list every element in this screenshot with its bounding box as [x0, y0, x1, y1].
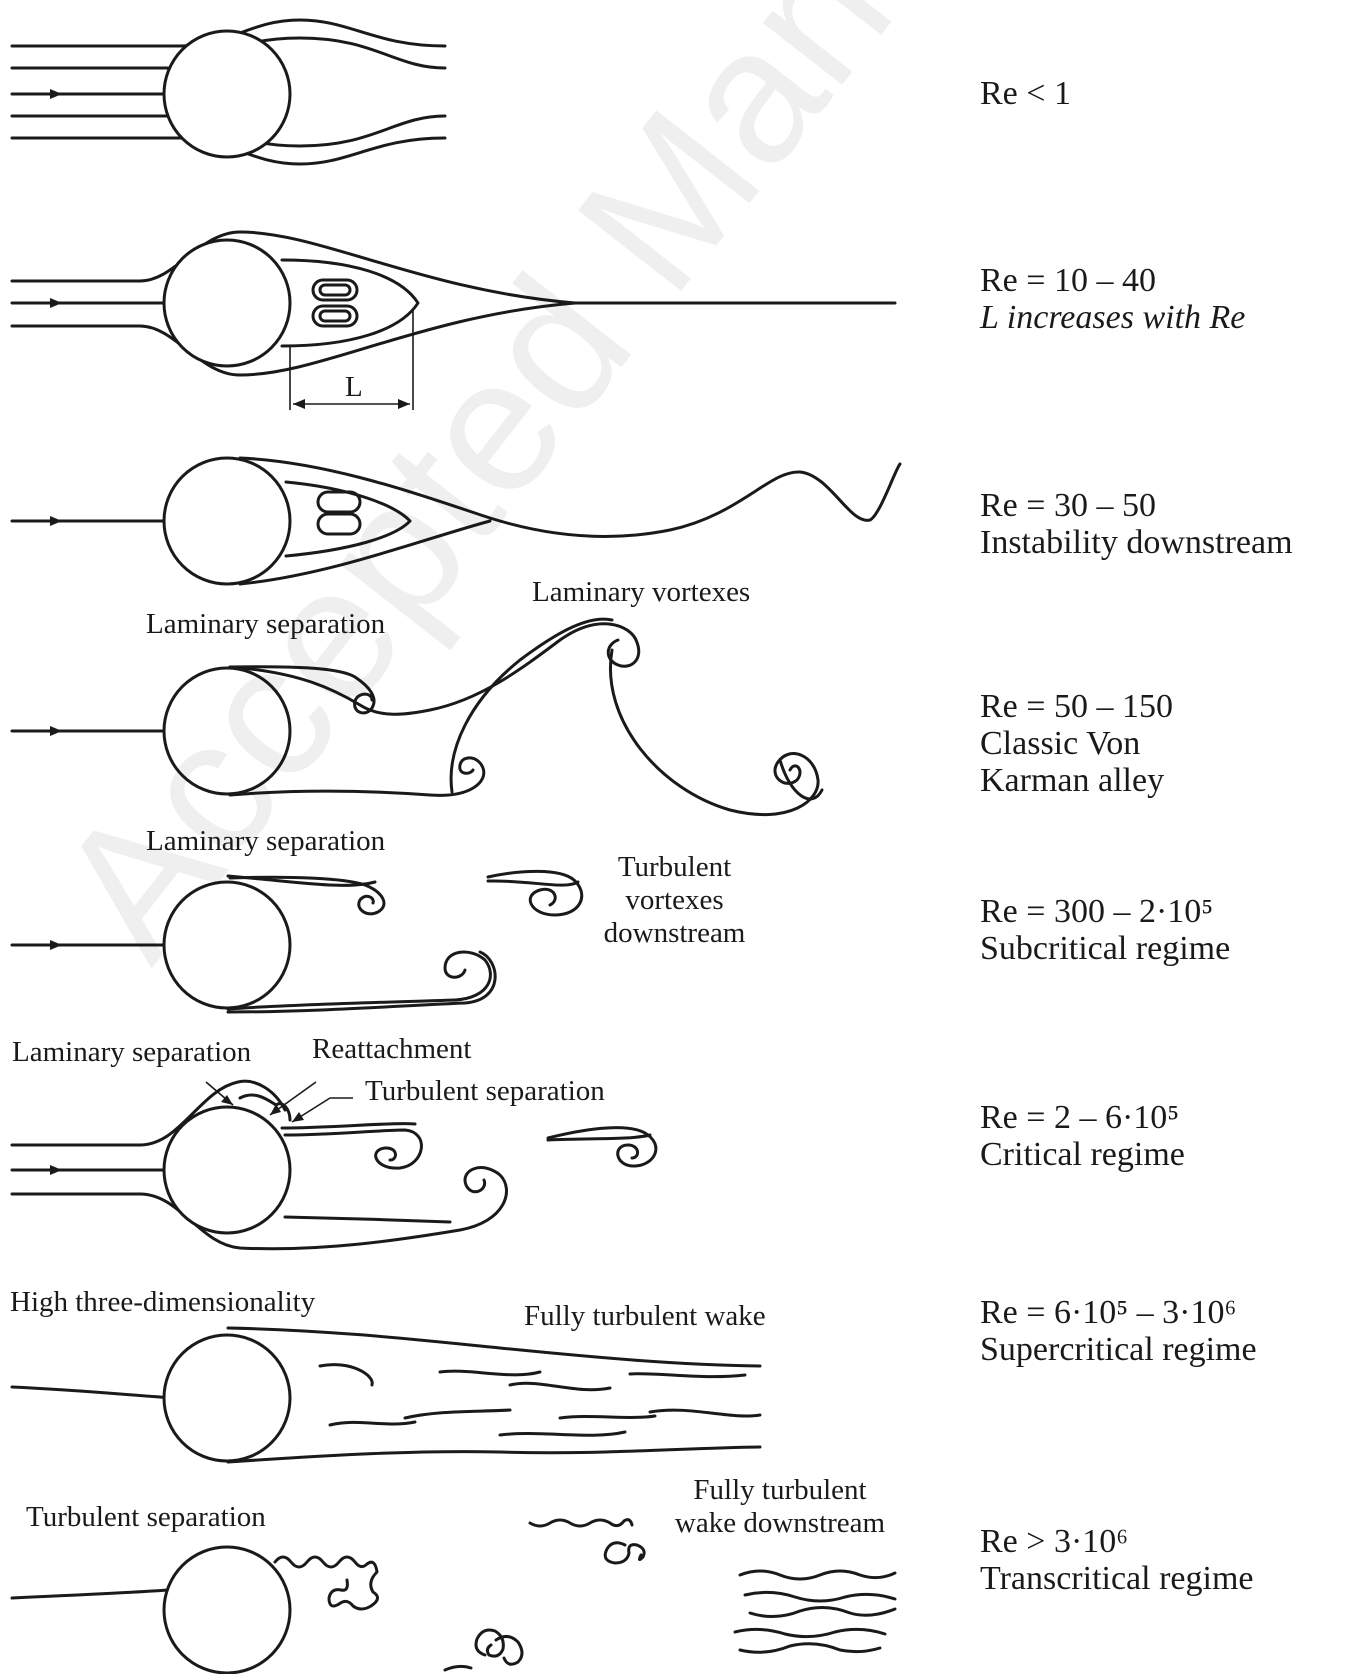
turbulent-separation-label-1: Turbulent separation — [365, 1075, 605, 1108]
row-transcritical — [12, 1520, 895, 1673]
row-subcritical — [12, 871, 582, 1012]
turbulent-vortexes-label-2: vortexes — [592, 884, 757, 917]
row-wake-instability — [12, 458, 900, 584]
cylinder — [164, 1547, 290, 1673]
regime-label-5: Re = 300 – 2·10⁵ — [980, 893, 1213, 930]
regime-label-1: Re < 1 — [980, 75, 1071, 112]
regime-desc-3: Instability downstream — [980, 524, 1293, 561]
reattachment-label: Reattachment — [312, 1033, 471, 1066]
cylinder — [164, 240, 290, 366]
cylinder — [164, 31, 290, 157]
row-steady-separation — [12, 232, 895, 410]
regime-label-6: Re = 2 – 6·10⁵ — [980, 1099, 1179, 1136]
laminary-vortexes-label: Laminary vortexes — [532, 576, 750, 609]
turbulent-vortexes-label-3: downstream — [582, 917, 767, 950]
regime-label-2: Re = 10 – 40 — [980, 262, 1156, 299]
regime-label-4: Re = 50 – 150 — [980, 688, 1173, 725]
high-three-dimensionality-label: High three-dimensionality — [10, 1286, 315, 1319]
regime-label-7: Re = 6·10⁵ – 3·10⁶ — [980, 1294, 1236, 1331]
fully-turbulent-wake-label: Fully turbulent wake — [524, 1300, 766, 1333]
regime-desc-8: Transcritical regime — [980, 1560, 1254, 1597]
laminary-separation-label-2: Laminary separation — [146, 825, 385, 858]
cylinder — [164, 882, 290, 1008]
regime-desc-4a: Classic Von — [980, 725, 1140, 762]
fully-turbulent-downstream-label-2: wake downstream — [655, 1507, 905, 1540]
cylinder — [164, 458, 290, 584]
cylinder — [164, 668, 290, 794]
fully-turbulent-downstream-label-1: Fully turbulent — [655, 1474, 905, 1507]
cylinder — [164, 1335, 290, 1461]
regime-label-8: Re > 3·10⁶ — [980, 1523, 1128, 1560]
turbulent-separation-label-2: Turbulent separation — [26, 1501, 266, 1534]
laminary-separation-label-1: Laminary separation — [146, 608, 385, 641]
regime-desc-5: Subcritical regime — [980, 930, 1230, 967]
regime-desc-4b: Karman alley — [980, 762, 1164, 799]
row-supercritical — [12, 1328, 760, 1462]
row-von-karman — [12, 619, 822, 815]
cylinder — [164, 1107, 290, 1233]
length-label: L — [345, 371, 363, 404]
laminary-separation-label-3: Laminary separation — [12, 1036, 251, 1069]
regime-desc-2: L increases with Re — [980, 299, 1245, 336]
regime-desc-6: Critical regime — [980, 1136, 1185, 1173]
regime-desc-7: Supercritical regime — [980, 1331, 1257, 1368]
turbulent-vortexes-label-1: Turbulent — [592, 851, 757, 884]
row-stokes-flow — [12, 20, 445, 164]
regime-label-3: Re = 30 – 50 — [980, 487, 1156, 524]
